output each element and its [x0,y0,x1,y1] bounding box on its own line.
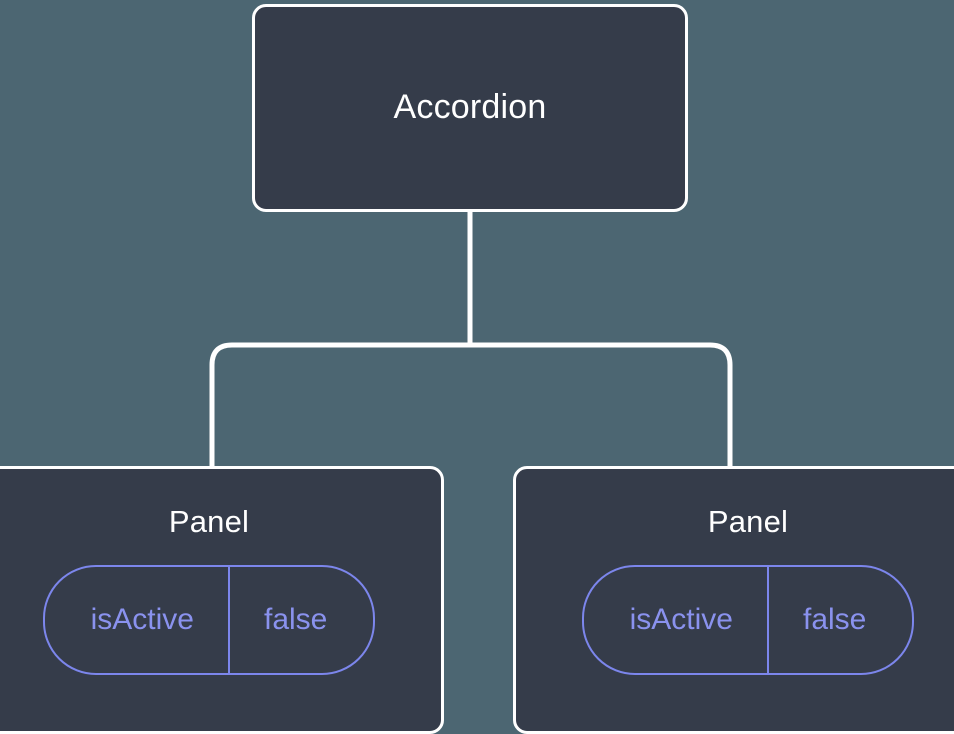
prop-pill-panel-1[interactable]: isActive false [42,565,376,676]
prop-value-panel-1: false [263,603,328,637]
edge-bus-right [470,342,733,470]
node-panel-1-title: Panel [168,504,250,539]
node-panel-2[interactable]: Panel isActive false [513,466,954,734]
node-panel-1[interactable]: Panel isActive false [0,466,444,734]
prop-key-panel-1: isActive [90,603,194,637]
node-panel-2-title: Panel [707,504,789,539]
node-accordion-title: Accordion [393,88,547,127]
prop-pill-panel-2[interactable]: isActive false [581,565,915,676]
node-accordion[interactable]: Accordion [252,4,688,212]
edge-bus-left [209,342,470,470]
prop-divider-panel-1 [227,567,230,674]
prop-divider-panel-2 [766,567,769,674]
prop-key-panel-2: isActive [629,603,733,637]
prop-value-panel-2: false [802,603,867,637]
